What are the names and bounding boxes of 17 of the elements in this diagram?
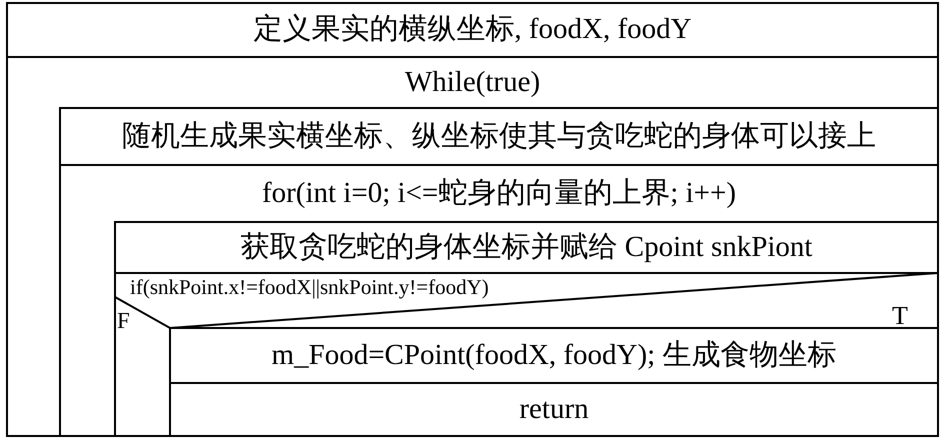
process-block <box>114 221 939 274</box>
statement-text: 随机生成果实横坐标、纵坐标使其与贪吃蛇的身体可以接上 <box>122 120 876 154</box>
loop-block <box>6 56 939 437</box>
process-block <box>6 2 939 58</box>
branch-label: F <box>117 308 130 334</box>
statement-text: 获取贪吃蛇的身体坐标并赋给 Cpoint snkPiont <box>240 230 812 264</box>
decision-block <box>114 272 939 437</box>
process-block <box>169 327 939 384</box>
branch-label: T <box>892 302 908 331</box>
loop-block <box>59 164 939 437</box>
statement-text: return <box>519 392 589 426</box>
statement-text: m_Food=CPoint(foodX, foodY); 生成食物坐标 <box>272 338 836 372</box>
statement-text: 定义果实的横纵坐标, foodX, foodY <box>253 13 692 47</box>
loop-condition-text: for(int i=0; i<=蛇身的向量的上界; i++) <box>262 176 736 210</box>
process-block <box>59 107 939 166</box>
loop-condition-text: While(true) <box>404 66 540 100</box>
condition-text: if(snkPoint.x!=foodX||snkPoint.y!=foodY) <box>130 276 489 300</box>
